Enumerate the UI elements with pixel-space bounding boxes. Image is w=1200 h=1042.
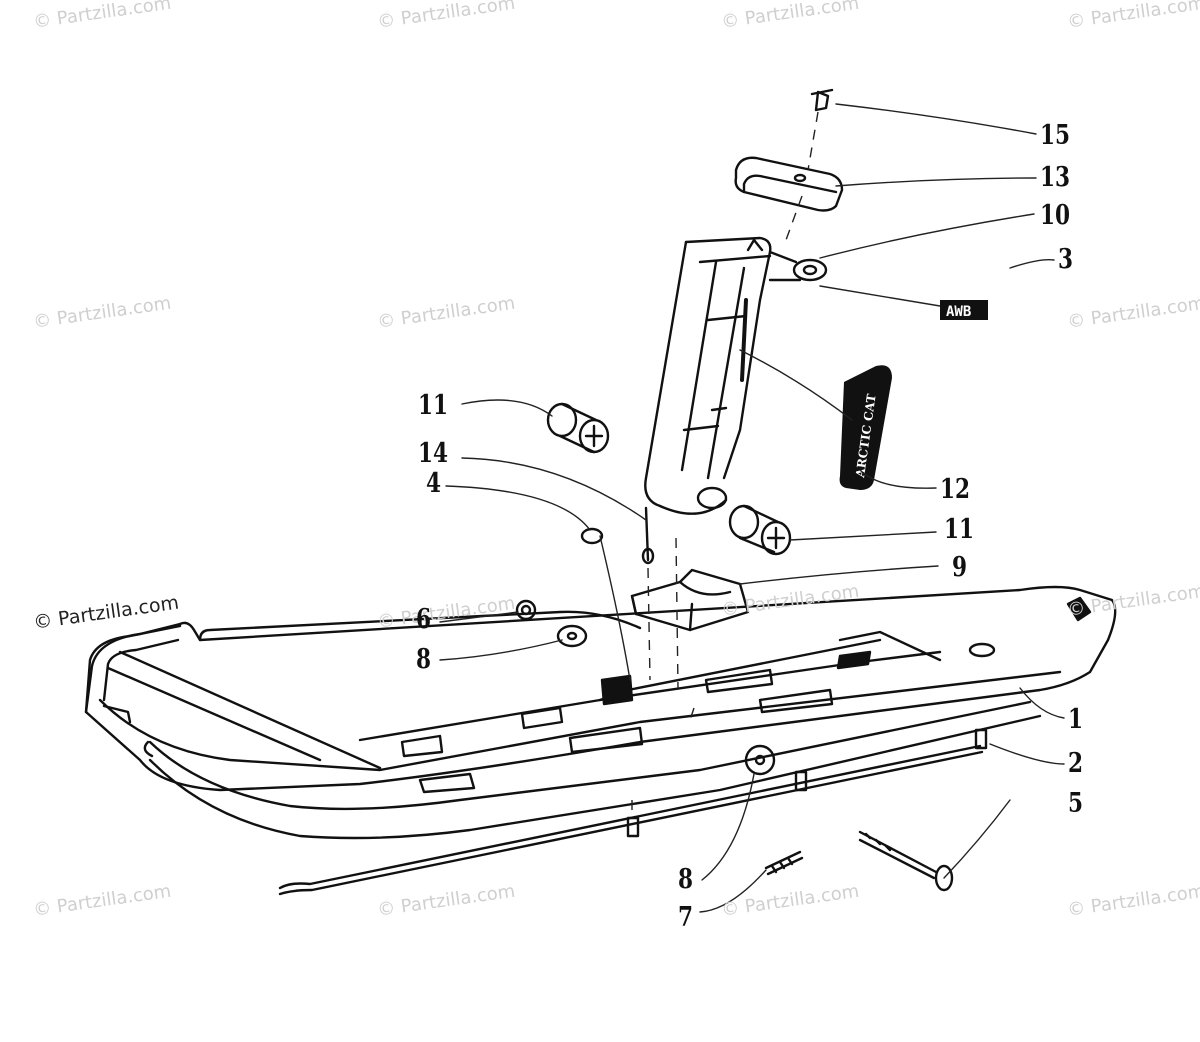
screw	[810, 88, 834, 112]
awb-decal-text: AWB	[946, 304, 971, 320]
washer-lower	[744, 744, 776, 776]
callout-10: 10	[1040, 200, 1071, 231]
arctic-cat-decal	[839, 365, 892, 490]
callout-4: 4	[426, 468, 442, 499]
callout-15: 15	[1040, 120, 1071, 151]
spindle	[644, 236, 828, 515]
cotter-pin	[764, 850, 804, 876]
awb-decal	[940, 300, 988, 320]
handle-cap	[734, 156, 844, 212]
callout-13: 13	[1040, 162, 1071, 193]
callout-1: 1	[1068, 704, 1084, 735]
bushing-lower	[728, 504, 792, 556]
callout-8-upper: 8	[416, 644, 432, 675]
saddle-mount	[630, 568, 750, 632]
ski-body	[84, 585, 1117, 840]
alignment-lines	[631, 111, 819, 818]
rivet	[641, 506, 655, 565]
callout-6: 6	[416, 604, 432, 635]
washer-upper	[556, 624, 588, 648]
callout-2: 2	[1068, 748, 1084, 779]
callout-11-upper: 11	[418, 390, 449, 421]
callout-8-lower: 8	[678, 864, 694, 895]
callout-14: 14	[418, 438, 449, 469]
leader-lines	[439, 103, 1065, 913]
nut-cap	[580, 527, 604, 545]
nut	[515, 599, 537, 621]
wear-bar	[278, 728, 988, 896]
callout-7: 7	[678, 902, 694, 933]
callout-5: 5	[1068, 788, 1084, 819]
bolt	[858, 830, 954, 892]
callout-11-lower: 11	[944, 514, 975, 545]
callout-3: 3	[1058, 244, 1074, 275]
callout-9: 9	[952, 552, 968, 583]
callout-12: 12	[940, 474, 971, 505]
bushing-upper	[546, 402, 610, 454]
